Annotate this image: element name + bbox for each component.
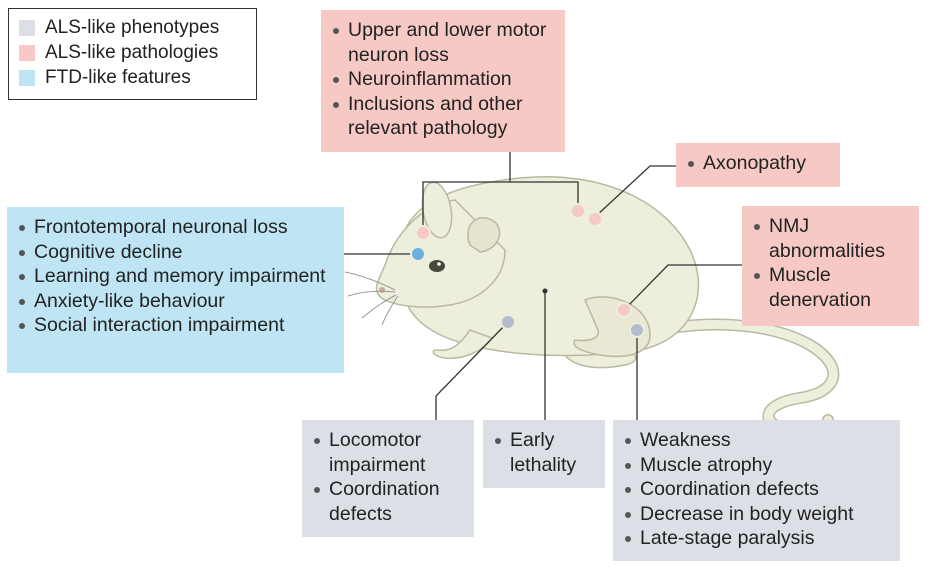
list-item: Locomotor impairment	[312, 428, 464, 477]
list-item: Early lethality	[493, 428, 595, 477]
ftd-features-box: Frontotemporal neuronal loss Cognitive d…	[7, 207, 344, 373]
legend-swatch-grey	[19, 19, 35, 36]
list-item: Neuroinflammation	[331, 67, 555, 92]
list-item: Weakness	[623, 428, 890, 453]
legend-item: ALS-like phenotypes	[19, 15, 256, 40]
legend-item: ALS-like pathologies	[19, 40, 256, 65]
list-item: NMJ abnormalities	[752, 214, 909, 263]
nmj-box: NMJ abnormalities Muscle denervation	[742, 206, 919, 326]
list-item: Muscle atrophy	[623, 453, 890, 478]
list-item: Anxiety-like behaviour	[17, 289, 334, 314]
list-item: Muscle denervation	[752, 263, 909, 312]
list-item: Decrease in body weight	[623, 502, 890, 527]
motor-pathology-box: Upper and lower motor neuron loss Neuroi…	[321, 10, 565, 152]
mouse-front-leg	[432, 329, 494, 360]
ftd-marker	[410, 246, 426, 262]
mouse-whiskers	[344, 271, 399, 326]
mouse-nose	[379, 287, 385, 293]
list-item: Axonopathy	[686, 151, 830, 176]
legend-item: FTD-like features	[19, 65, 256, 90]
weakness-box: Weakness Muscle atrophy Coordination def…	[613, 420, 900, 561]
locomotor-box: Locomotor impairment Coordination defect…	[302, 420, 474, 537]
mouse-ear-front	[467, 217, 501, 253]
list-item: Social interaction impairment	[17, 313, 334, 338]
list-item: Frontotemporal neuronal loss	[17, 215, 334, 240]
lethality-box: Early lethality	[483, 420, 605, 488]
legend-swatch-blue	[19, 69, 35, 86]
pathology-markers	[415, 203, 632, 318]
legend-label: FTD-like features	[45, 66, 191, 88]
list-item: Late-stage paralysis	[623, 526, 890, 551]
lethality-dot	[542, 288, 548, 294]
legend-swatch-pink	[19, 44, 35, 61]
list-item: Upper and lower motor neuron loss	[331, 18, 555, 67]
phenotype-markers	[500, 314, 645, 338]
list-item: Coordination defects	[312, 477, 464, 526]
list-item: Learning and memory impairment	[17, 264, 334, 289]
mouse-eye	[429, 260, 445, 272]
list-item: Inclusions and other relevant pathology	[331, 92, 555, 141]
list-item: Coordination defects	[623, 477, 890, 502]
axonopathy-box: Axonopathy	[676, 143, 840, 187]
legend: ALS-like phenotypes ALS-like pathologies…	[8, 8, 257, 100]
legend-label: ALS-like pathologies	[45, 41, 219, 63]
list-item: Cognitive decline	[17, 240, 334, 265]
legend-label: ALS-like phenotypes	[45, 16, 220, 38]
